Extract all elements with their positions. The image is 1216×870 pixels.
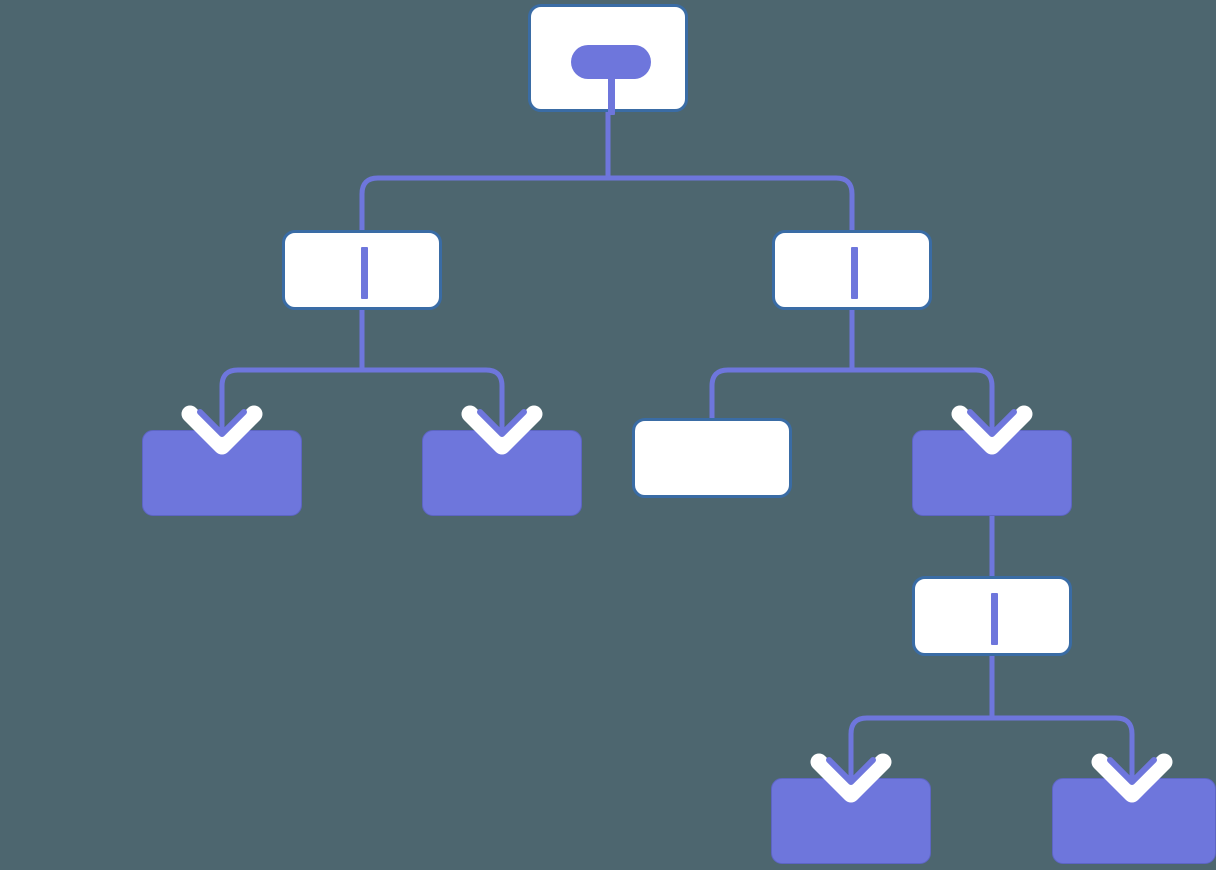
node-mid-left[interactable] [282,230,442,310]
edge-mid-right-to-plain-c [709,310,855,420]
node-block-d[interactable] [912,430,1072,516]
node-leaf-e[interactable] [771,778,931,864]
edge-mid-left-to-leaf-b [359,310,505,432]
node-root[interactable] [528,4,688,115]
edge-mid-deep-to-leaf-f [989,656,1135,780]
node-plain-c[interactable] [632,418,792,498]
node-mid-deep[interactable] [912,576,1072,656]
node-leaf-a[interactable] [142,430,302,516]
edge-mid-left-to-leaf-a [219,310,365,432]
node-root-pill-marker [571,45,651,79]
node-mid-left-connector-passthrough [361,247,368,299]
edge-mid-right-to-block-d [849,310,995,432]
node-root-stem [608,77,615,115]
edge-root-to-mid-left [359,104,611,230]
edge-mid-deep-to-leaf-e [848,656,995,780]
node-mid-right-connector-passthrough [851,247,858,299]
edge-root-to-mid-right [605,104,855,230]
node-mid-deep-connector-passthrough [991,593,998,645]
node-mid-right[interactable] [772,230,932,310]
node-leaf-b[interactable] [422,430,582,516]
node-leaf-f[interactable] [1052,778,1216,864]
